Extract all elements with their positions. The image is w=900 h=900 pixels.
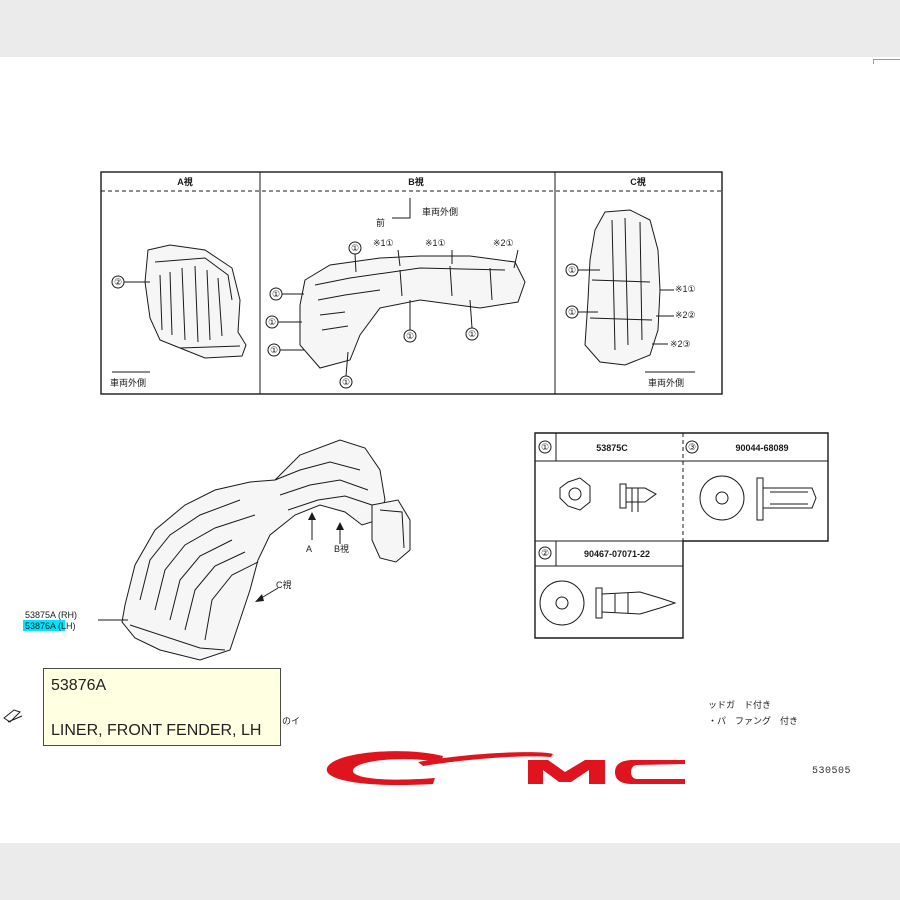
clip-90044-drawing [699,475,817,521]
note-line-1: ッドガ ド付き [708,700,771,710]
tooltip-part-code: 53876A [51,677,107,694]
svg-text:②: ② [114,277,122,287]
fender-liner-drawing [121,439,411,661]
view-c: C視 ① ① ※1① ※2② ※2③ 車両外側 [565,176,696,388]
view-c-liner-drawing [584,209,661,366]
view-a-note: 車両外側 [110,377,146,388]
view-c-mark-2: ※2② [675,310,696,320]
view-c-note: 車両外側 [648,377,684,388]
note-truncated: のイ [282,716,300,726]
view-c-mark-3: ※2③ [670,339,691,349]
svg-text:①: ① [468,329,476,339]
cmc-logo [326,751,685,786]
view-c-label: C視 [630,176,646,187]
row-3-part: 90044-68089 [735,443,788,453]
document-number: 530505 [812,766,852,777]
view-b-direction2: 前 [376,217,385,228]
clip-53875c-drawing [559,477,657,512]
row-1-part: 53875C [596,443,628,453]
svg-text:①: ① [406,331,414,341]
view-b-mark-2: ※1① [425,238,446,248]
svg-text:①: ① [351,243,359,253]
view-b-liner-drawing [299,255,526,369]
view-b-mark-1: ※1① [373,238,394,248]
callout-2-view-a: ② [111,275,150,289]
view-a: A視 ② 車両外側 [110,176,247,388]
svg-text:①: ① [342,377,350,387]
view-b-label: B視 [408,176,424,187]
view-a-label: A視 [177,176,193,187]
svg-text:①: ① [270,345,278,355]
notes: のイ ッドガ ド付き ・パ ファング 付き [3,700,798,726]
arrow-a-label: A [306,544,312,554]
part-labels: 53875A (RH) 53876A (LH) [23,610,128,631]
tooltip-part-name: LINER, FRONT FENDER, LH [51,722,262,739]
row-3-index: ③ [688,442,696,452]
parts-table: ① 53875C ② 90467-07071-22 ③ 90044-68089 [534,432,829,639]
part-label-highlight [23,620,65,631]
arrow-c-label: C視 [276,579,292,590]
svg-text:①: ① [268,317,276,327]
view-c-callouts: ① ① ※1① ※2② ※2③ [565,263,696,349]
main-arrows: A B視 C視 [255,512,349,602]
part-label-rh: 53875A (RH) [25,610,77,620]
corner-mark [873,59,900,64]
note-line-2: ・パ ファング 付き [708,715,798,726]
view-b-callouts: ① ※1① ※1① ※2① ① ① ① ① ① ① [265,238,519,389]
svg-text:①: ① [568,265,576,275]
view-b: B視 車両外側 前 ① ※1① ※1① ※2① ① ① ① [265,176,526,389]
row-2-part: 90467-07071-22 [584,549,650,559]
view-detail-box [100,171,723,395]
view-b-mark-3: ※2① [493,238,514,248]
part-tooltip: 53876A LINER, FRONT FENDER, LH [43,668,281,746]
view-a-liner-drawing [144,244,247,359]
svg-text:①: ① [272,289,280,299]
view-b-direction-arrow [392,198,411,219]
left-edge-arrow-icon [3,709,23,723]
row-1-index: ① [541,442,549,452]
view-b-direction: 車両外側 [422,206,458,217]
row-2-index: ② [541,548,549,558]
view-c-mark-1: ※1① [675,284,696,294]
arrow-b-label: B視 [334,543,349,554]
svg-text:①: ① [568,307,576,317]
part-label-lh: 53876A (LH) [25,621,76,631]
clip-90467-drawing [539,580,677,626]
